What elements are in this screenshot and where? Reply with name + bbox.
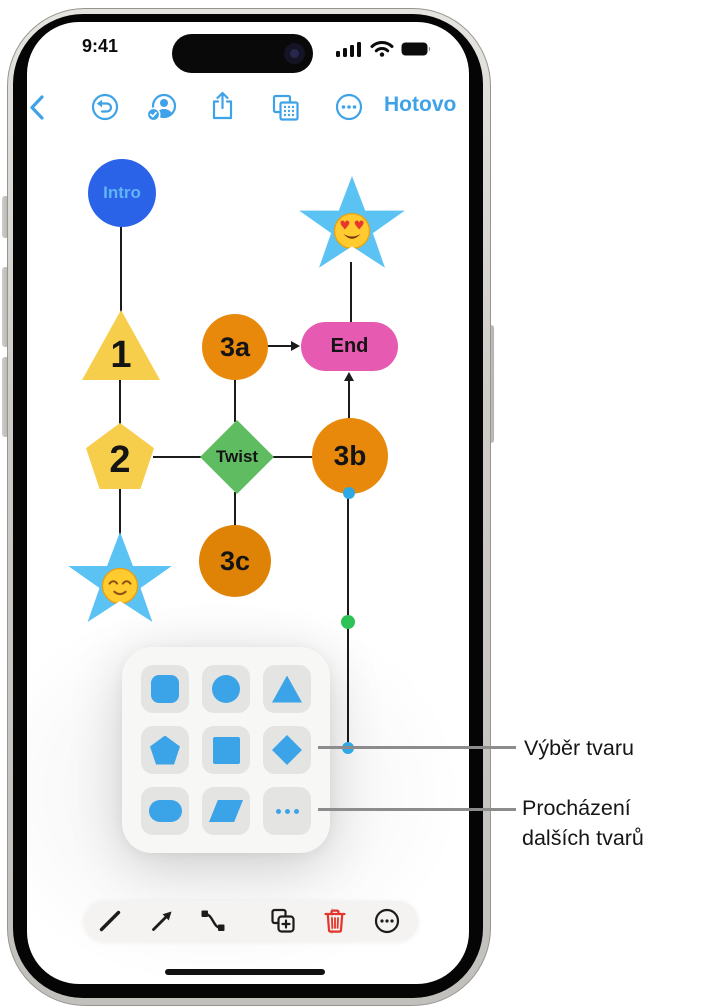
diamond-icon bbox=[272, 735, 302, 765]
node-3a[interactable]: 3a bbox=[202, 314, 268, 380]
shape-option-pill[interactable] bbox=[141, 787, 189, 835]
signal-icon bbox=[336, 40, 363, 62]
connector-midpoint-handle[interactable] bbox=[341, 615, 355, 629]
status-time: 9:41 bbox=[81, 36, 119, 56]
svg-text:♥: ♥ bbox=[339, 219, 350, 233]
svg-text:♥: ♥ bbox=[354, 219, 365, 233]
volume-up-button bbox=[2, 267, 9, 347]
node-3c[interactable]: 3c bbox=[199, 525, 271, 597]
shape-option-pentagon[interactable] bbox=[141, 726, 189, 774]
edge-step2-star bbox=[119, 488, 121, 538]
edge-intro-step1 bbox=[120, 227, 122, 312]
shape-option-square[interactable] bbox=[202, 726, 250, 774]
copy-grid-icon[interactable] bbox=[270, 92, 301, 128]
arrowhead-3a-end bbox=[291, 341, 300, 351]
done-button[interactable]: Hotovo bbox=[384, 93, 457, 116]
volume-down-button bbox=[2, 357, 9, 437]
delete-icon[interactable] bbox=[321, 907, 349, 940]
front-camera bbox=[284, 43, 305, 64]
home-indicator[interactable] bbox=[165, 969, 325, 975]
square-icon bbox=[212, 736, 240, 764]
action-button bbox=[2, 196, 9, 238]
more-shapes-icon bbox=[275, 808, 299, 814]
arrow-icon[interactable] bbox=[148, 907, 176, 940]
shape-option-parallelogram[interactable] bbox=[202, 787, 250, 835]
pentagon-icon bbox=[150, 735, 180, 765]
callout-browse-more: Procházení dalších tvarů bbox=[522, 796, 644, 850]
shape-option-rounded-square[interactable] bbox=[141, 665, 189, 713]
shape-option-more-shapes[interactable] bbox=[263, 787, 311, 835]
more-icon[interactable] bbox=[334, 92, 364, 127]
edge-twist-3b bbox=[272, 456, 314, 458]
shape-option-triangle[interactable] bbox=[263, 665, 311, 713]
node-end[interactable]: End bbox=[301, 322, 398, 371]
dynamic-island bbox=[172, 34, 313, 73]
shape-option-circle[interactable] bbox=[202, 665, 250, 713]
undo-icon[interactable] bbox=[90, 92, 120, 127]
edge-step1-step2 bbox=[119, 379, 121, 424]
edge-3a-end bbox=[267, 345, 292, 347]
arrowhead-3b-end bbox=[344, 372, 354, 381]
edge-3b-end bbox=[348, 379, 350, 419]
callout-shape-selection: Výběr tvaru bbox=[524, 736, 634, 760]
connector-icon[interactable] bbox=[199, 907, 227, 940]
wifi-icon bbox=[370, 40, 394, 62]
bottom-toolbar bbox=[84, 901, 418, 941]
callout-line-shape-selection bbox=[318, 746, 516, 749]
battery-icon bbox=[401, 41, 431, 62]
edge-twist-3c bbox=[234, 492, 236, 527]
edge-step2-twist bbox=[153, 456, 202, 458]
duplicate-icon[interactable] bbox=[269, 907, 297, 940]
edge-star-end bbox=[350, 262, 352, 322]
parallelogram-icon bbox=[209, 800, 243, 822]
pill-icon bbox=[148, 800, 182, 822]
collaborate-icon[interactable] bbox=[144, 92, 178, 129]
connector-endpoint-handle-top[interactable] bbox=[343, 487, 355, 499]
node-intro[interactable]: Intro bbox=[88, 159, 156, 227]
edge-3a-twist bbox=[234, 379, 236, 422]
share-icon[interactable] bbox=[208, 90, 237, 127]
heart-eyes-emoji: ♥ ♥ bbox=[333, 212, 371, 250]
node-3b[interactable]: 3b bbox=[312, 418, 388, 494]
line-icon[interactable] bbox=[96, 907, 124, 940]
more-icon[interactable] bbox=[373, 907, 401, 940]
circle-icon bbox=[212, 675, 240, 703]
relieved-emoji bbox=[101, 567, 139, 605]
shape-picker-popup bbox=[122, 647, 330, 853]
triangle-icon bbox=[272, 675, 302, 703]
callout-line-browse-more bbox=[318, 808, 516, 811]
rounded-square-icon bbox=[151, 675, 179, 703]
shape-option-diamond[interactable] bbox=[263, 726, 311, 774]
back-icon[interactable] bbox=[28, 94, 45, 126]
